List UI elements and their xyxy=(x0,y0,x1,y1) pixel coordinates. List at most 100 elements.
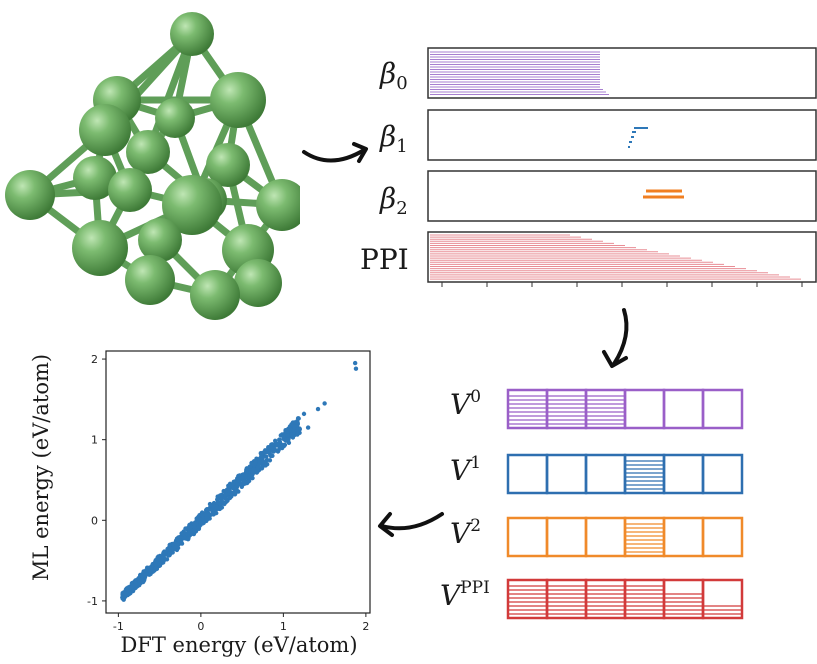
v0-cell xyxy=(623,388,666,430)
beta0-label: β0 xyxy=(380,57,408,94)
feature-vectors xyxy=(506,388,744,620)
data-point xyxy=(186,525,192,530)
data-point xyxy=(217,506,222,512)
v0-cell xyxy=(662,388,705,430)
data-point xyxy=(218,493,224,499)
atom xyxy=(108,168,152,212)
barcode-panels xyxy=(427,47,817,287)
curved-arrow-icon xyxy=(378,512,444,537)
data-point xyxy=(244,469,249,475)
v2-vector xyxy=(506,516,744,558)
atomic-cluster-icon xyxy=(5,12,300,320)
beta0-panel xyxy=(427,47,817,99)
data-point xyxy=(279,445,284,450)
data-point xyxy=(167,545,172,551)
data-point xyxy=(137,577,143,582)
data-point xyxy=(128,585,133,590)
v1-cell xyxy=(662,453,705,495)
data-point xyxy=(268,453,274,459)
v2-label: V2 xyxy=(450,516,482,550)
data-point xyxy=(265,449,270,455)
data-point xyxy=(154,558,159,564)
data-point xyxy=(201,518,206,524)
data-point xyxy=(133,582,139,587)
data-point xyxy=(301,411,307,417)
vppi-label: VPPI xyxy=(440,578,490,612)
data-point xyxy=(174,541,180,546)
beta2-panel xyxy=(427,170,817,222)
data-point xyxy=(182,536,187,541)
atom xyxy=(72,220,128,276)
data-point xyxy=(322,401,327,406)
data-point xyxy=(193,529,198,534)
data-point xyxy=(256,464,261,469)
data-point xyxy=(163,549,168,555)
y-axis-title: ML energy (eV/atom) xyxy=(29,353,53,581)
vppi-cell xyxy=(662,578,705,620)
atom xyxy=(162,175,222,235)
data-point xyxy=(200,513,205,518)
x-tick-label: 0 xyxy=(197,620,204,633)
y-tick-label: -1 xyxy=(87,595,98,608)
data-point xyxy=(291,428,296,433)
data-point xyxy=(290,435,296,440)
data-point xyxy=(221,488,226,494)
data-point xyxy=(215,497,220,502)
data-point xyxy=(141,579,146,585)
data-point xyxy=(275,442,280,448)
beta1-panel xyxy=(427,109,817,161)
y-tick-label: 2 xyxy=(91,353,98,366)
data-point xyxy=(203,512,209,517)
x-tick-label: 1 xyxy=(280,620,287,633)
data-point xyxy=(264,454,269,459)
atom xyxy=(126,130,170,174)
v0-cell xyxy=(701,388,744,430)
v1-label: V1 xyxy=(450,453,482,487)
ppi-barcode xyxy=(430,234,801,280)
data-point xyxy=(353,366,359,371)
v2-cell xyxy=(584,516,627,558)
data-point xyxy=(263,463,268,468)
data-point xyxy=(210,507,215,512)
atom xyxy=(210,72,266,128)
beta2-label: β2 xyxy=(380,182,408,219)
data-point xyxy=(143,568,149,573)
data-point xyxy=(192,521,198,526)
y-tick-label: 0 xyxy=(91,514,98,527)
data-point xyxy=(235,482,240,488)
v1-cell xyxy=(701,453,744,495)
beta1-barcode xyxy=(628,127,648,148)
beta1-label: β1 xyxy=(380,120,408,157)
data-point xyxy=(177,535,182,540)
data-point xyxy=(187,528,192,534)
v1-cell xyxy=(584,453,627,495)
atom xyxy=(5,170,55,220)
data-point xyxy=(153,566,159,571)
data-point xyxy=(295,432,300,437)
data-point xyxy=(286,437,291,442)
atom xyxy=(155,98,195,138)
v1-vector xyxy=(506,453,744,495)
data-point xyxy=(247,464,252,469)
data-point xyxy=(167,551,173,556)
data-point xyxy=(186,536,191,541)
data-point xyxy=(305,425,311,430)
atom xyxy=(125,255,175,305)
vppi-cell xyxy=(701,578,744,620)
data-point xyxy=(246,478,252,484)
beta2-barcode xyxy=(643,189,684,199)
data-point xyxy=(148,570,154,575)
data-point xyxy=(291,423,297,428)
v2-cell xyxy=(662,516,705,558)
data-point xyxy=(162,556,167,561)
data-point xyxy=(285,433,290,438)
ppi-label: PPI xyxy=(360,243,409,276)
y-tick-label: 1 xyxy=(91,434,98,447)
x-tick-label: 2 xyxy=(362,620,369,633)
data-point xyxy=(257,457,263,462)
data-point xyxy=(158,554,163,559)
data-point xyxy=(179,540,184,545)
data-point xyxy=(179,531,184,536)
data-point xyxy=(251,461,256,467)
data-point xyxy=(236,477,241,482)
